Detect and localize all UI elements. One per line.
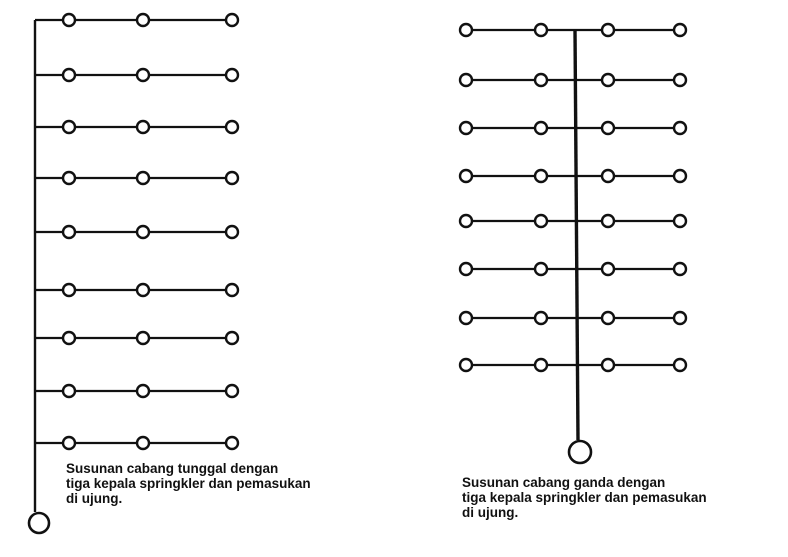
- sprinkler-head: [61, 170, 77, 186]
- single-branch-caption: Susunan cabang tunggal dengan tiga kepal…: [66, 461, 311, 506]
- sprinkler-head: [135, 67, 151, 83]
- sprinkler-head: [533, 213, 549, 229]
- sprinkler-head: [61, 224, 77, 240]
- sprinkler-head: [61, 383, 77, 399]
- sprinkler-head: [224, 170, 240, 186]
- double-branch-caption-line-1: Susunan cabang ganda dengan: [462, 475, 666, 490]
- sprinkler-head: [135, 119, 151, 135]
- main-pipe: [573, 29, 580, 441]
- sprinkler-head: [135, 12, 151, 28]
- sprinkler-head: [458, 261, 474, 277]
- sprinkler-head: [224, 435, 240, 451]
- sprinkler-head: [224, 224, 240, 240]
- sprinkler-head: [135, 170, 151, 186]
- inlet-circle: [567, 439, 593, 465]
- sprinkler-head: [135, 435, 151, 451]
- single-branch-caption-line-1: Susunan cabang tunggal dengan: [66, 461, 279, 476]
- sprinkler-head: [533, 168, 549, 184]
- sprinkler-head: [533, 72, 549, 88]
- double-branch-layout: [458, 22, 688, 465]
- sprinkler-head: [61, 435, 77, 451]
- sprinkler-head: [672, 22, 688, 38]
- sprinkler-head: [224, 282, 240, 298]
- sprinkler-head: [600, 72, 616, 88]
- sprinkler-head: [600, 22, 616, 38]
- sprinkler-head: [672, 213, 688, 229]
- single-branch-layout: [27, 12, 240, 535]
- sprinkler-head: [458, 310, 474, 326]
- sprinkler-head: [224, 12, 240, 28]
- double-branch-caption-line-2: tiga kepala springkler dan pemasukan: [462, 490, 707, 505]
- double-branch-caption: Susunan cabang ganda dengan tiga kepala …: [462, 475, 707, 520]
- sprinkler-head: [135, 383, 151, 399]
- sprinkler-head: [672, 261, 688, 277]
- sprinkler-head: [600, 213, 616, 229]
- sprinkler-head: [672, 357, 688, 373]
- sprinkler-head: [458, 72, 474, 88]
- sprinkler-head: [458, 22, 474, 38]
- sprinkler-head: [672, 168, 688, 184]
- sprinkler-head: [135, 224, 151, 240]
- sprinkler-head: [600, 120, 616, 136]
- sprinkler-head: [458, 357, 474, 373]
- sprinkler-head: [600, 357, 616, 373]
- sprinkler-head: [458, 213, 474, 229]
- sprinkler-head: [61, 67, 77, 83]
- sprinkler-head: [672, 310, 688, 326]
- sprinkler-head: [224, 119, 240, 135]
- sprinkler-head: [224, 383, 240, 399]
- sprinkler-head: [600, 261, 616, 277]
- sprinkler-head: [224, 67, 240, 83]
- sprinkler-head: [600, 168, 616, 184]
- sprinkler-head: [61, 330, 77, 346]
- sprinkler-head: [533, 310, 549, 326]
- double-branch-caption-line-3: di ujung.: [462, 505, 519, 520]
- sprinkler-head: [672, 72, 688, 88]
- inlet-circle: [27, 511, 51, 535]
- sprinkler-head: [600, 310, 616, 326]
- sprinkler-head: [458, 168, 474, 184]
- sprinkler-head: [533, 22, 549, 38]
- single-branch-caption-line-3: di ujung.: [66, 491, 123, 506]
- sprinkler-head: [61, 282, 77, 298]
- sprinkler-head: [533, 357, 549, 373]
- sprinkler-head: [135, 330, 151, 346]
- single-branch-caption-line-2: tiga kepala springkler dan pemasukan: [66, 476, 311, 491]
- sprinkler-head: [672, 120, 688, 136]
- sprinkler-head: [533, 261, 549, 277]
- sprinkler-head: [533, 120, 549, 136]
- sprinkler-head: [224, 330, 240, 346]
- sprinkler-head: [135, 282, 151, 298]
- sprinkler-head: [61, 12, 77, 28]
- sprinkler-head: [61, 119, 77, 135]
- sprinkler-head: [458, 120, 474, 136]
